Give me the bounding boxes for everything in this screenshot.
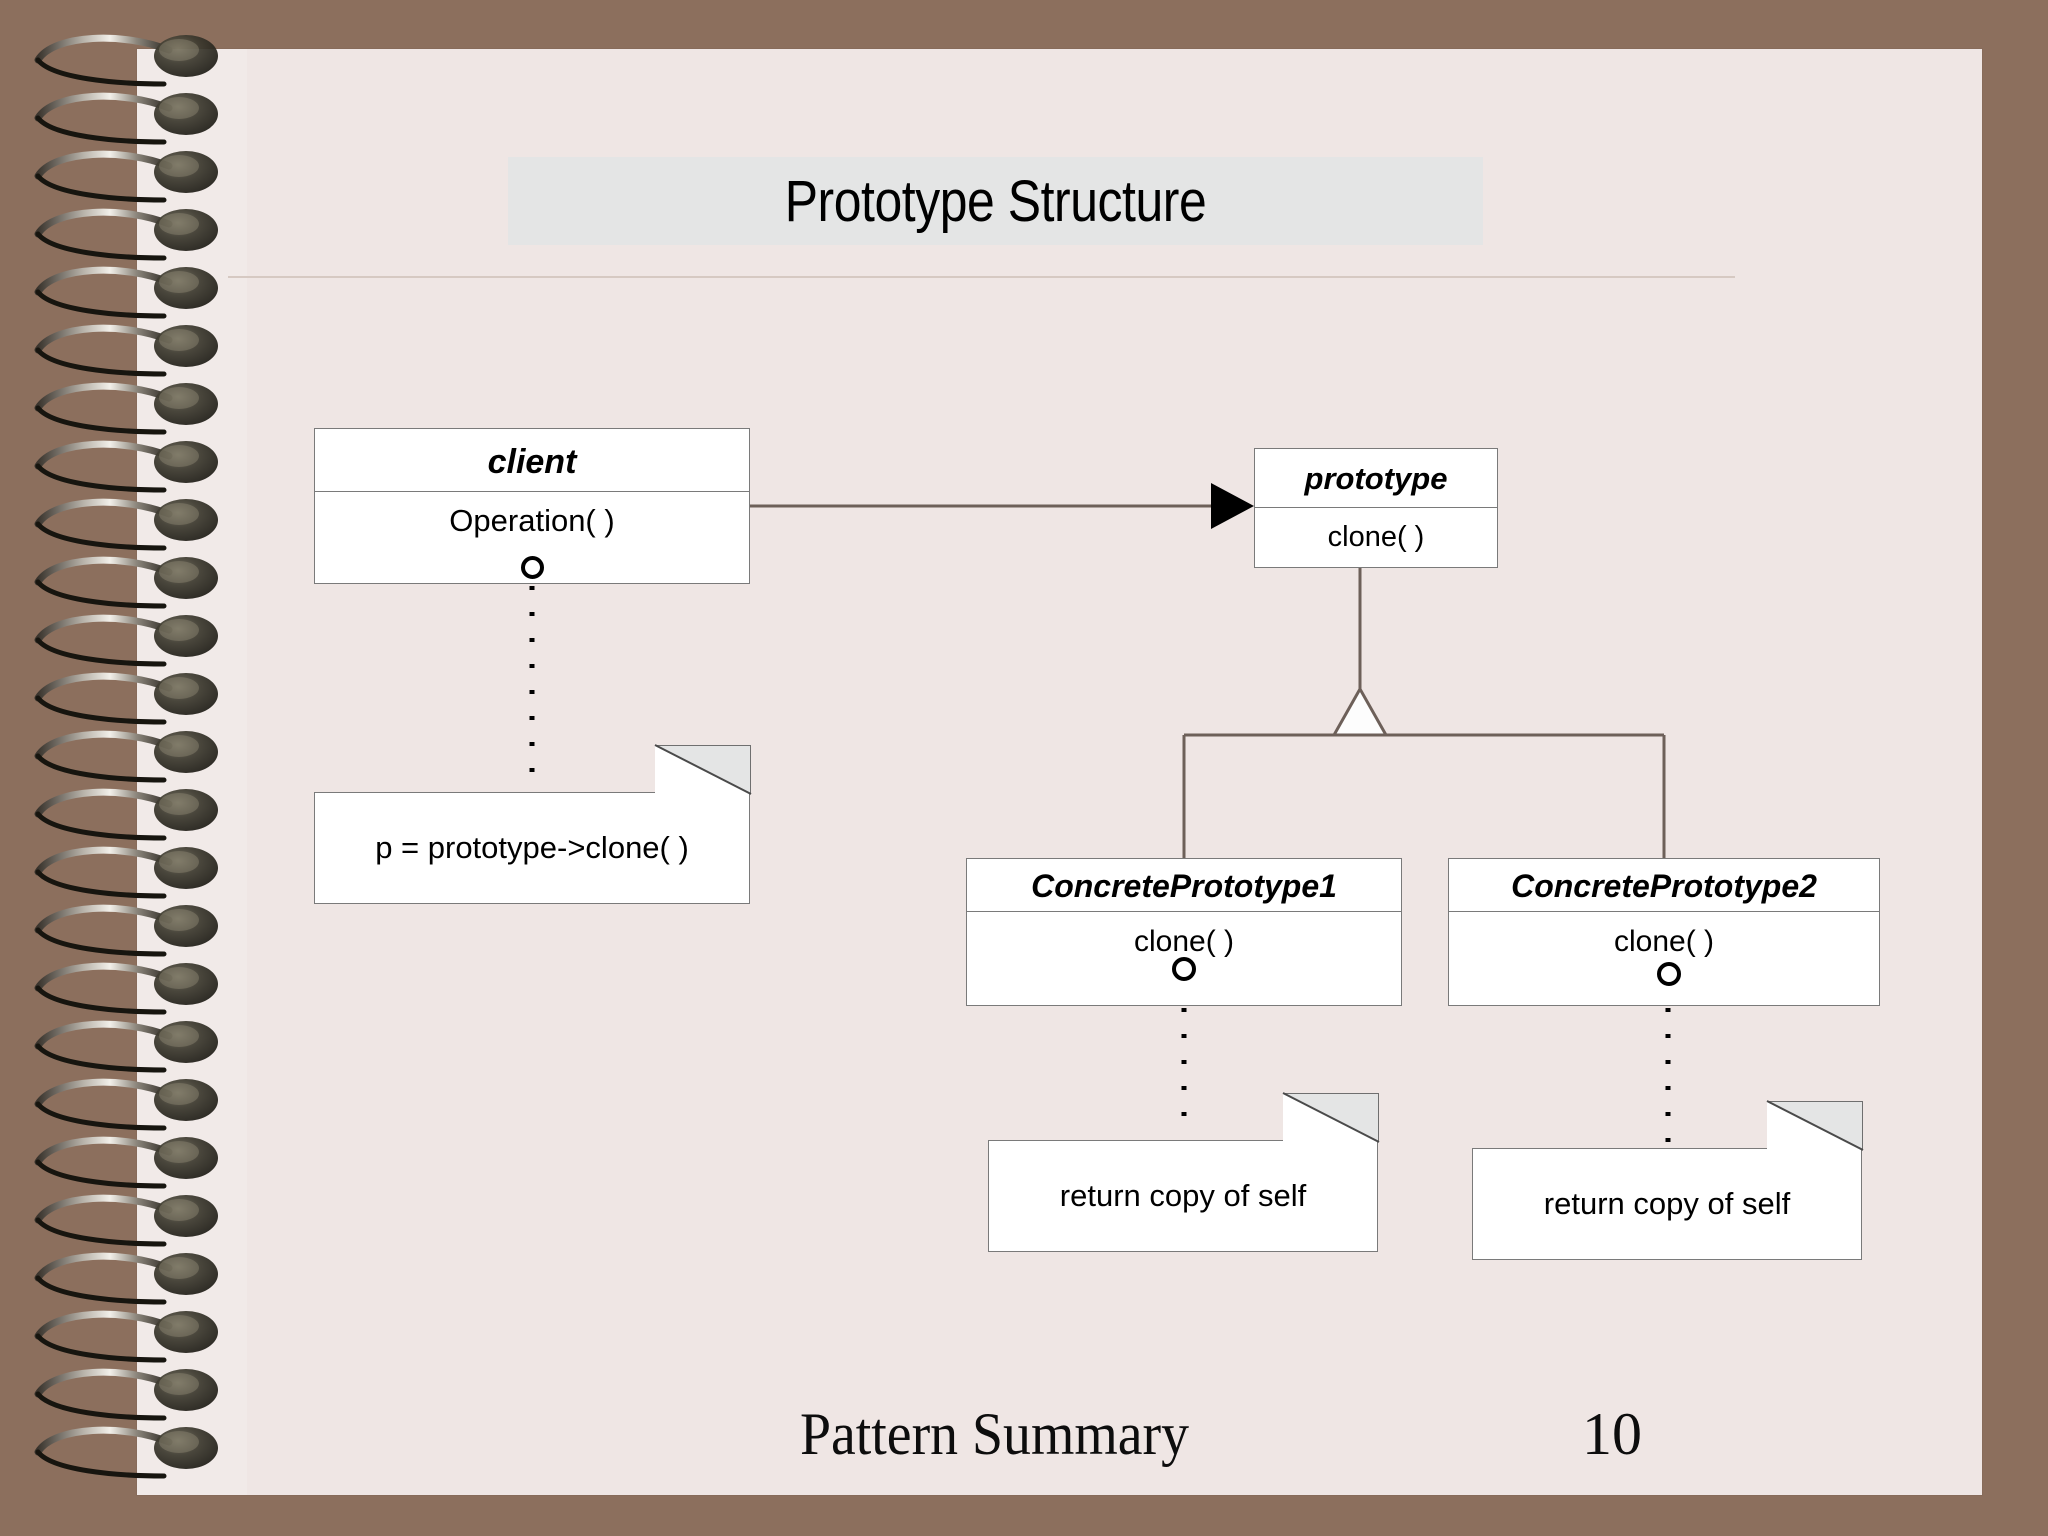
uml-class-divider <box>315 491 749 492</box>
uml-note-text: p = prototype->clone( ) <box>375 830 689 865</box>
uml-note-concreteprototype1[interactable]: return copy of self <box>988 1092 1380 1252</box>
uml-class-operation: Operation( ) <box>449 503 615 538</box>
uml-class-prototype[interactable]: prototype clone( ) <box>1254 448 1498 568</box>
uml-class-operation: clone( ) <box>1613 925 1715 958</box>
page-title: Prototype Structure <box>784 168 1207 234</box>
uml-note-concreteprototype2[interactable]: return copy of self <box>1472 1100 1864 1260</box>
title-banner <box>508 157 1483 245</box>
uml-note-client[interactable]: p = prototype->clone( ) <box>314 744 752 904</box>
page-number: 10 <box>1582 1401 1642 1467</box>
uml-note-text: return copy of self <box>1543 1186 1791 1221</box>
uml-class-name: prototype <box>1304 461 1448 496</box>
footer-label: Pattern Summary <box>800 1401 1190 1467</box>
note-fold-diagonal-icon <box>1766 1100 1864 1151</box>
note-anchor-circle-client <box>521 556 544 579</box>
uml-class-name: ConcretePrototype2 <box>1511 867 1817 904</box>
page-binding-strip <box>137 49 247 1495</box>
uml-class-name: ConcretePrototype1 <box>1031 867 1337 904</box>
note-fold-diagonal-icon <box>654 744 752 795</box>
title-divider-rule <box>228 276 1735 278</box>
uml-class-operation: clone( ) <box>1327 520 1425 553</box>
uml-class-operation: clone( ) <box>1133 925 1235 958</box>
uml-class-divider <box>1449 911 1879 912</box>
uml-class-divider <box>967 911 1401 912</box>
uml-class-name: client <box>487 442 577 481</box>
uml-note-text: return copy of self <box>1059 1178 1307 1213</box>
note-fold-diagonal-icon <box>1282 1092 1380 1143</box>
note-anchor-circle-concreteprototype2 <box>1657 962 1681 986</box>
uml-class-concreteprototype1[interactable]: ConcretePrototype1 clone( ) <box>966 858 1402 1006</box>
notebook-page <box>137 49 1982 1495</box>
note-anchor-circle-concreteprototype1 <box>1172 957 1196 981</box>
uml-class-divider <box>1255 507 1497 508</box>
